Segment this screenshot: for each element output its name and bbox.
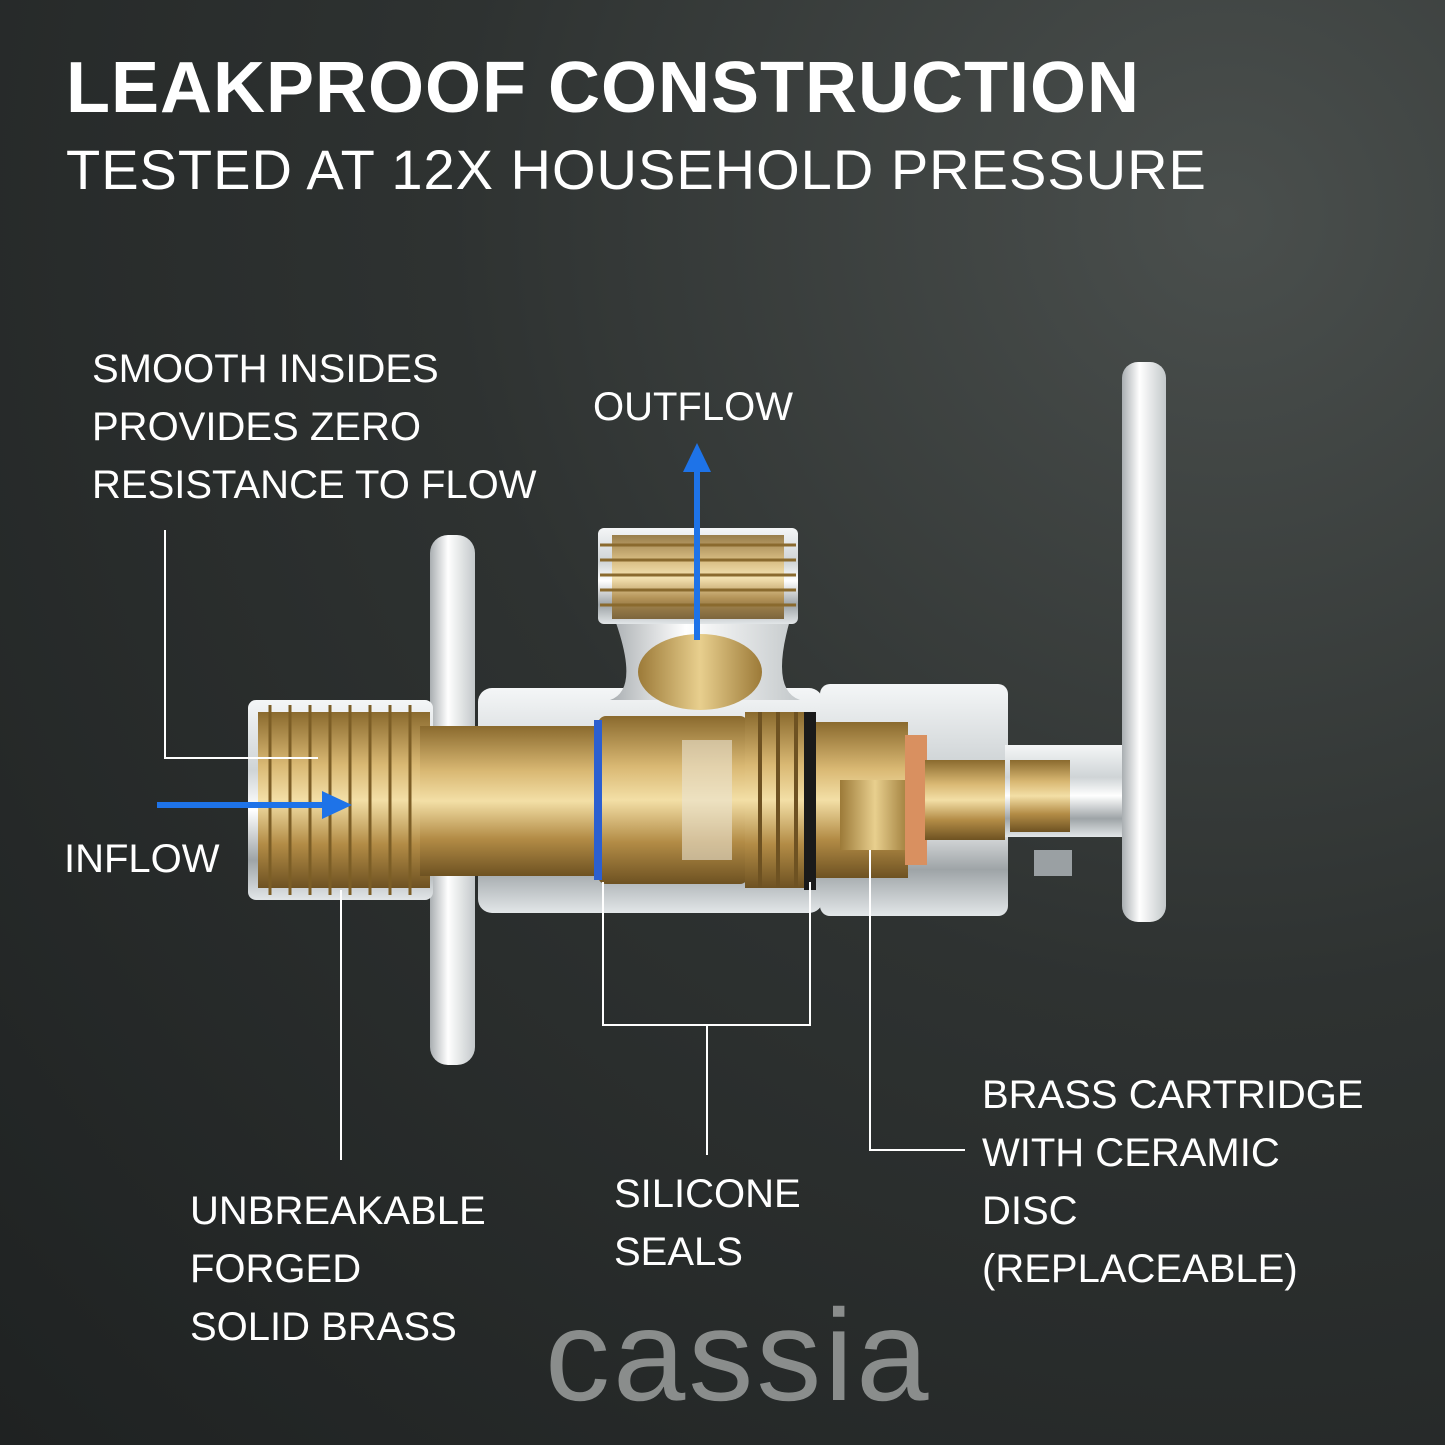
callout-line: WITH CERAMIC [982, 1131, 1280, 1175]
callout-line: UNBREAKABLE [190, 1189, 486, 1233]
callout-line: SMOOTH INSIDES [92, 347, 439, 391]
inner-bore [420, 726, 600, 876]
splined-stem [1010, 760, 1070, 832]
leader-cartridge [869, 850, 965, 1151]
callout-forged-brass: UNBREAKABLE FORGED SOLID BRASS [190, 1182, 486, 1356]
callout-line: BRASS CARTRIDGE [982, 1073, 1364, 1117]
inflow-arrow [157, 791, 352, 819]
page-title: LEAKPROOF CONSTRUCTION [66, 48, 1140, 128]
seal-ring-right [804, 712, 816, 890]
callout-line: DISC [982, 1189, 1078, 1233]
callout-line: SILICONE [614, 1172, 801, 1216]
callout-outflow: OUTFLOW [593, 385, 793, 429]
seal-ring-left [594, 720, 602, 880]
callout-inflow: INFLOW [64, 837, 220, 881]
set-screw [1034, 850, 1072, 876]
leader-smooth-insides [164, 530, 318, 759]
outlet-bore [638, 634, 762, 710]
callout-smooth-insides: SMOOTH INSIDES PROVIDES ZERO RESISTANCE … [92, 340, 537, 514]
inlet-threads [248, 700, 433, 900]
brass-cartridge [594, 712, 1005, 890]
callout-line: FORGED [190, 1247, 362, 1291]
handle-lever [1122, 362, 1166, 922]
callout-line: SEALS [614, 1230, 743, 1274]
callout-line: RESISTANCE TO FLOW [92, 463, 537, 507]
callout-silicone-seals: SILICONE SEALS [614, 1165, 801, 1281]
callout-line: PROVIDES ZERO [92, 405, 421, 449]
callout-line: (REPLACEABLE) [982, 1247, 1298, 1291]
callout-cartridge: BRASS CARTRIDGE WITH CERAMIC DISC (REPLA… [982, 1066, 1364, 1298]
page-subtitle: TESTED AT 12X HOUSEHOLD PRESSURE [66, 138, 1207, 201]
outflow-arrow [683, 443, 711, 640]
callout-line: SOLID BRASS [190, 1305, 457, 1349]
brand-logo: cassia [545, 1282, 932, 1428]
